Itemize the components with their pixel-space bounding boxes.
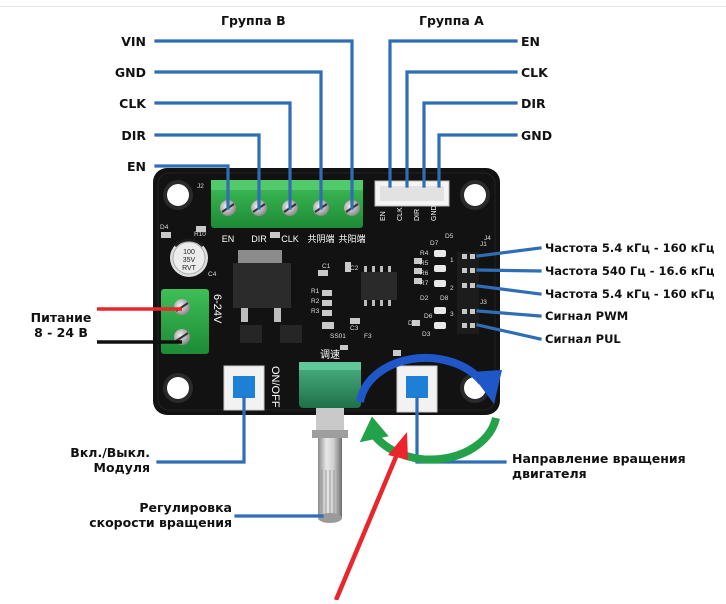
terminal-b-label: 共阴端 — [307, 233, 334, 244]
pcb-ref-label: J4 — [484, 235, 491, 242]
pcb-ref-label: D3 — [422, 331, 431, 338]
pcb-ref-label: F3 — [364, 333, 372, 340]
smd-components — [161, 226, 422, 356]
direction-switch — [396, 365, 438, 413]
pcb-ref-label: R1 — [311, 288, 320, 295]
header-connector-a — [374, 180, 450, 207]
pcb-ref-label: D2 — [420, 295, 429, 302]
terminal-b-label: CLK — [281, 234, 299, 244]
group-a-pin-label: CLK — [521, 65, 548, 80]
pcb-ref-label: J1 — [480, 241, 487, 248]
pcb-ref-label: R2 — [311, 298, 320, 305]
on-off-label-line2: Модуля — [93, 460, 150, 475]
pcb-ref-label: R7 — [420, 280, 429, 287]
on-off-switch — [223, 365, 265, 411]
power-terminal — [161, 289, 209, 354]
group-a-pin-label: DIR — [521, 96, 546, 111]
pcb-ref-label: C3 — [350, 325, 359, 332]
group-b-pin-label: CLK — [119, 96, 146, 111]
pcb-ref-label: D7 — [430, 240, 439, 247]
header-a-label: DIR — [414, 209, 421, 221]
mounting-hole — [163, 373, 193, 403]
direction-label-line2: двигателя — [512, 466, 587, 481]
pcb-ref-label: D4 — [160, 224, 169, 231]
terminal-block-b — [211, 180, 363, 228]
group-b-pin-label: EN — [126, 159, 146, 174]
pcb-ref-label: D1 — [408, 320, 417, 327]
pcb-ref-label: D8 — [440, 295, 449, 302]
pcb-ref-label: C1 — [322, 263, 331, 270]
pcb-ref-label: D5 — [445, 233, 454, 240]
red-pointer-arrow — [333, 432, 408, 601]
speed-label-line2: скорости вращения — [89, 515, 232, 530]
mounting-hole — [460, 180, 490, 210]
mosfets — [240, 325, 302, 343]
group-b-title: Группа В — [221, 13, 286, 28]
speed-marking: 调速 — [320, 349, 340, 361]
voltage-regulator — [233, 250, 291, 322]
header-a-label: CLK — [397, 207, 404, 221]
terminal-b-label: DIR — [251, 234, 267, 244]
header-a-label: EN — [380, 211, 387, 221]
group-b-pin-label: VIN — [121, 34, 146, 49]
leader-lines — [154, 39, 542, 518]
capacitor — [170, 238, 208, 277]
pcb-ref-label: R10 — [194, 231, 206, 238]
pcb-ref-label: C2 — [350, 265, 359, 272]
pin-number: 2 — [450, 285, 454, 292]
terminal-b-label: EN — [222, 234, 235, 244]
group-a-title: Группа А — [419, 13, 484, 28]
pcb-ref-label: J2 — [197, 183, 204, 190]
header-a-label: GND — [431, 205, 438, 221]
jumper-function-label: Частота 540 Гц - 16.6 кГц — [545, 264, 715, 278]
top-border — [0, 6, 726, 7]
on-off-label-line1: Вкл./Выкл. — [70, 445, 150, 460]
led-column — [434, 250, 446, 329]
capacitor-text: RVT — [182, 265, 197, 272]
direction-label: Направление вращения двигателя — [512, 451, 686, 481]
pcb-ref-label: SS01 — [330, 333, 346, 340]
pcb-ref-label: R4 — [420, 250, 429, 257]
terminal-b-label: 共阳端 — [338, 233, 365, 244]
pcb-ref-label: D6 — [424, 313, 433, 320]
capacitor-text: 35V — [183, 257, 196, 264]
rotation-arrows — [356, 353, 502, 464]
power-label: Питание 8 - 24 В — [22, 310, 100, 340]
on-off-label: Вкл./Выкл. Модуля — [70, 445, 150, 475]
power-label-line1: Питание — [30, 310, 92, 325]
jumper-header — [457, 252, 479, 334]
group-a-pin-label: EN — [521, 34, 541, 49]
jumper-function-label: Сигнал PWM — [545, 309, 629, 323]
jumper-function-label: Сигнал PUL — [545, 332, 621, 346]
direction-label-line1: Направление вращения — [512, 451, 686, 466]
group-b-pin-label: DIR — [121, 128, 146, 143]
power-label-line2: 8 - 24 В — [34, 325, 88, 340]
pin-number: 1 — [450, 257, 454, 264]
speed-label: Регулировка скорости вращения — [89, 500, 232, 530]
speed-potentiometer — [299, 362, 361, 523]
group-a-pin-label: GND — [521, 128, 553, 143]
pcb-ref-label: R6 — [420, 270, 429, 277]
jumper-function-label: Частота 5.4 кГц - 160 кГц — [545, 241, 715, 255]
pcb-ref-label: C4 — [208, 271, 217, 278]
pcb-ref-label: J3 — [480, 299, 487, 306]
mounting-hole — [163, 180, 193, 210]
pin-number: 3 — [450, 311, 454, 318]
power-voltage-marking: 6-24V — [211, 294, 223, 324]
pcb-ref-label: R3 — [311, 308, 320, 315]
on-off-marking: ON/OFF — [269, 366, 281, 408]
speed-label-line1: Регулировка — [139, 500, 232, 515]
driver-board — [153, 168, 500, 523]
capacitor-text: 100 — [183, 249, 195, 256]
jumper-function-label: Частота 5.4 кГц - 160 кГц — [545, 287, 715, 301]
controller-chip — [361, 266, 397, 306]
group-b-pin-label: GND — [114, 65, 146, 80]
pcb-ref-label: R5 — [420, 260, 429, 267]
